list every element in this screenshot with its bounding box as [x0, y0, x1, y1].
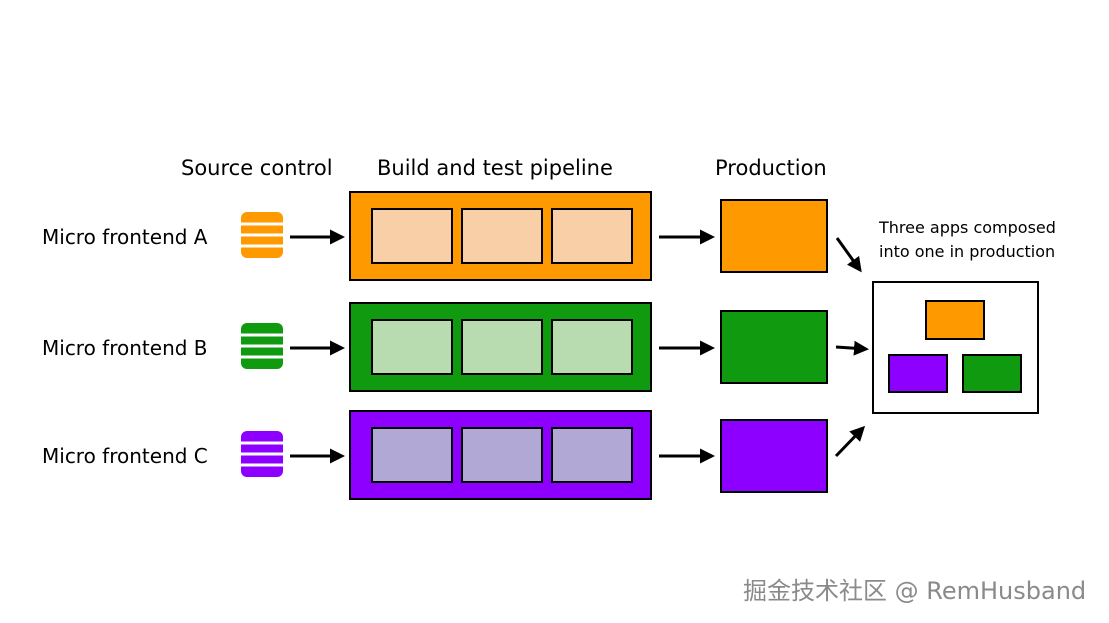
composed-app-c [888, 354, 948, 393]
row-label-a: Micro frontend A [42, 225, 208, 249]
pipeline-stage [461, 319, 543, 375]
production-c [720, 419, 828, 493]
composed-app [872, 281, 1039, 414]
arrow-diagonal-down-icon [835, 237, 862, 273]
database-icon [241, 323, 283, 369]
row-b: Micro frontend B [42, 302, 828, 392]
production-b [720, 310, 828, 384]
watermark: 掘金技术社区 @ RemHusband [743, 577, 1086, 605]
row-label-c: Micro frontend C [42, 444, 208, 468]
arrow-diagonal-up-icon [834, 425, 866, 458]
database-icon [241, 212, 283, 258]
pipeline-stage [371, 319, 453, 375]
arrow-right-icon [835, 340, 869, 356]
pipeline-stage [371, 427, 453, 483]
composition-note-line2: into one in production [879, 242, 1055, 261]
header-production: Production [715, 156, 827, 180]
composition-note-line1: Three apps composed [878, 218, 1056, 237]
composed-app-a [925, 300, 985, 340]
header-pipeline: Build and test pipeline [377, 156, 613, 180]
database-icon [241, 431, 283, 477]
row-a: Micro frontend A [42, 191, 828, 281]
row-label-b: Micro frontend B [42, 336, 208, 360]
pipeline-stage [461, 208, 543, 264]
pipeline-stage [461, 427, 543, 483]
header-source-control: Source control [181, 156, 333, 180]
composed-app-b [962, 354, 1022, 393]
pipeline-stage [551, 319, 633, 375]
production-a [720, 199, 828, 273]
row-c: Micro frontend C [42, 410, 828, 500]
pipeline-stage [371, 208, 453, 264]
pipeline-stage [551, 208, 633, 264]
pipeline-stage [551, 427, 633, 483]
